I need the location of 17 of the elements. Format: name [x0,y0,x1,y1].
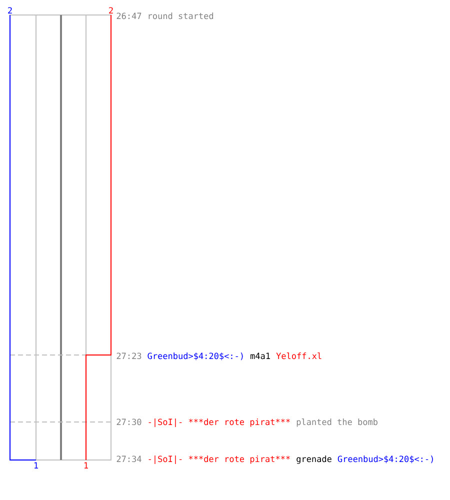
timestamp: 26:47 [116,12,142,20]
player-name: -|SoI|- ***der rote pirat*** [148,456,290,464]
timestamp: 27:34 [116,456,142,462]
player-name: -|SoI|- ***der rote pirat*** [148,418,290,427]
event-text: round started [148,12,214,20]
player-count: 2 [8,7,12,14]
player-name: Greenbud>$4:20$<:-) [338,456,433,464]
weapon-name: m4a1 [250,352,270,360]
weapon-name: grenade [296,456,332,464]
timestamp: 27:30 [116,418,142,426]
player-name: Yeloff.xl [276,352,322,360]
player-count: 2 [109,7,113,14]
player-name: Greenbud>$4:20$<:-) [148,352,243,360]
player-count: 1 [34,462,38,468]
player-count: 1 [84,462,88,468]
timestamp: 27:23 [116,352,142,360]
event-text: planted the bomb [296,418,378,427]
